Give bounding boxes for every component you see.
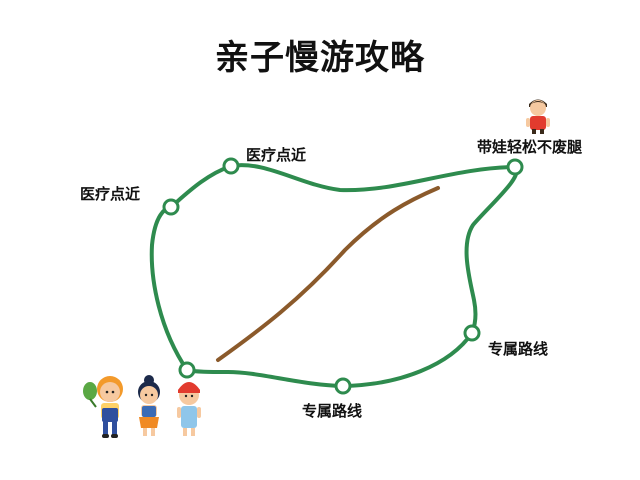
- child-blue-overalls-icon: [83, 376, 123, 438]
- page-title: 亲子慢游攻略: [215, 38, 425, 78]
- brown-diagonal-path: [216, 186, 440, 362]
- route-node-right[interactable]: [463, 324, 481, 342]
- label-exclusive-bottom: 专属路线: [302, 402, 363, 420]
- child-red-hat-icon: [177, 382, 201, 436]
- label-medical-top: 医疗点近: [246, 146, 307, 164]
- child-bun-hair-icon: [138, 375, 160, 436]
- route-node-left[interactable]: [162, 198, 180, 216]
- label-exclusive-right: 专属路线: [488, 340, 549, 358]
- route-node-start[interactable]: [178, 361, 196, 379]
- label-medical-left: 医疗点近: [80, 185, 141, 203]
- child-red-shirt-icon: [526, 99, 550, 134]
- label-baby-easy: 带娃轻松不废腿: [477, 138, 583, 156]
- green-loop-route: [149, 163, 519, 388]
- route-node-bottom[interactable]: [334, 377, 352, 395]
- route-node-top-right[interactable]: [506, 158, 524, 176]
- route-node-top[interactable]: [222, 157, 240, 175]
